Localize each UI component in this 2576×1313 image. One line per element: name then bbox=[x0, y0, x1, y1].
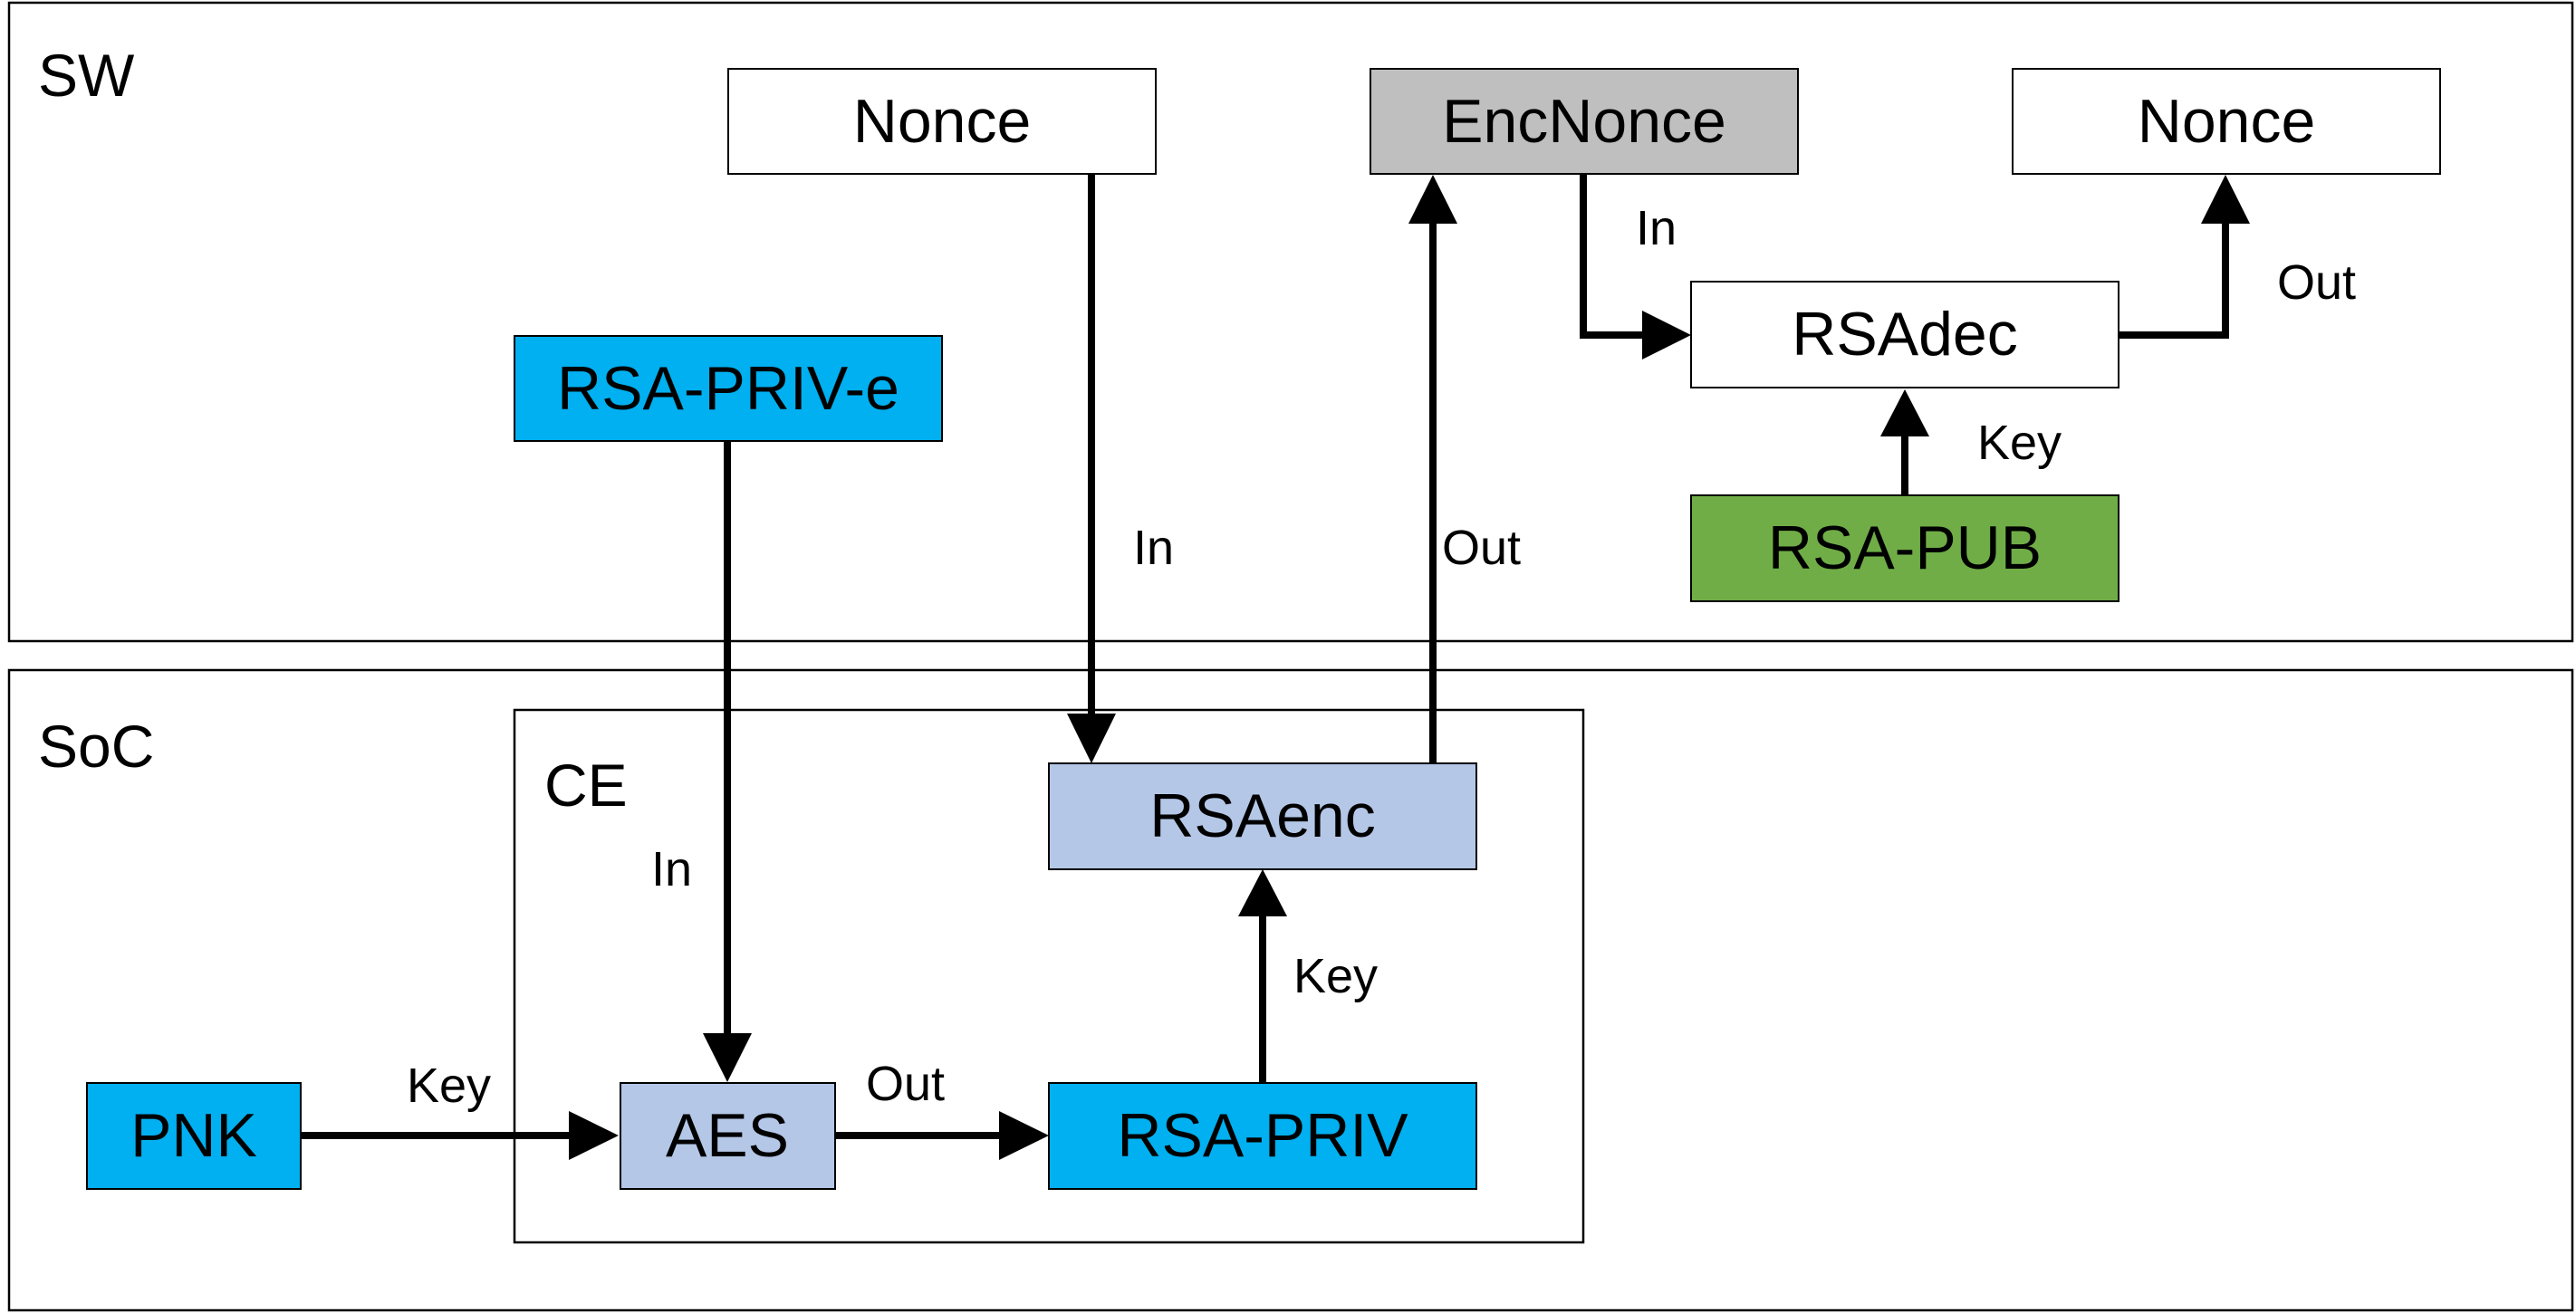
edge-rsaprive-to-aes: In bbox=[651, 441, 752, 1082]
edge-encnonce-to-rsadec-line bbox=[1580, 172, 1644, 339]
rsa-pub-label: RSA-PUB bbox=[1768, 513, 2042, 582]
edge-rsapriv-to-rsaenc-arrowhead bbox=[1238, 869, 1287, 916]
edge-rsadec-to-nonce-line bbox=[2117, 222, 2229, 339]
rsadec-node: RSAdec bbox=[1690, 281, 2119, 388]
rsa-pub-node: RSA-PUB bbox=[1690, 494, 2119, 602]
rsaenc-node: RSAenc bbox=[1048, 762, 1477, 870]
rsaenc-label: RSAenc bbox=[1149, 781, 1375, 850]
edge-encnonce-to-rsadec: In bbox=[1580, 172, 1691, 359]
rsa-priv-label: RSA-PRIV bbox=[1117, 1101, 1408, 1170]
nonce-input-label: Nonce bbox=[853, 87, 1032, 156]
rsadec-label: RSAdec bbox=[1792, 300, 2017, 369]
edge-nonce-to-rsaenc: In bbox=[1067, 172, 1174, 763]
edge-rsaenc-to-encnonce-label: Out bbox=[1442, 521, 1521, 575]
edge-rsaenc-to-encnonce-arrowhead bbox=[1408, 175, 1457, 224]
edge-aes-to-rsapriv: Out bbox=[835, 1057, 1049, 1160]
edge-rsapub-to-rsadec-arrowhead bbox=[1880, 389, 1929, 436]
edge-nonce-to-rsaenc-arrowhead bbox=[1067, 714, 1116, 763]
aes-node: AES bbox=[620, 1082, 836, 1190]
edge-nonce-to-rsaenc-label: In bbox=[1133, 521, 1174, 575]
nonce-output-label: Nonce bbox=[2138, 87, 2316, 156]
rsa-priv-e-label: RSA-PRIV-e bbox=[557, 354, 899, 423]
encnonce-node: EncNonce bbox=[1370, 68, 1799, 175]
edge-rsadec-to-nonce-arrowhead bbox=[2201, 175, 2250, 224]
edge-rsapriv-to-rsaenc: Key bbox=[1238, 869, 1378, 1083]
soc-region-label: SoC bbox=[38, 713, 154, 780]
edge-rsapriv-to-rsaenc-label: Key bbox=[1293, 949, 1378, 1003]
edge-rsaprive-to-aes-arrowhead bbox=[703, 1033, 752, 1082]
edge-pnk-to-aes: Key bbox=[301, 1059, 619, 1160]
edge-rsapub-to-rsadec-label: Key bbox=[1977, 416, 2062, 470]
pnk-node: PNK bbox=[86, 1082, 302, 1190]
edge-encnonce-to-rsadec-arrowhead bbox=[1642, 311, 1691, 359]
pnk-label: PNK bbox=[130, 1101, 257, 1170]
edge-rsadec-to-nonce-label: Out bbox=[2277, 255, 2356, 310]
edge-encnonce-to-rsadec-label: In bbox=[1636, 201, 1677, 255]
edge-rsadec-to-nonce: Out bbox=[2117, 175, 2356, 339]
edge-aes-to-rsapriv-label: Out bbox=[866, 1057, 945, 1111]
edge-pnk-to-aes-label: Key bbox=[407, 1059, 491, 1113]
rsa-priv-e-node: RSA-PRIV-e bbox=[514, 335, 943, 442]
edge-rsaprive-to-aes-label: In bbox=[651, 842, 692, 896]
ce-region-label: CE bbox=[544, 752, 628, 819]
encnonce-label: EncNonce bbox=[1442, 87, 1726, 156]
edge-rsapub-to-rsadec: Key bbox=[1880, 389, 2062, 495]
nonce-output-node: Nonce bbox=[2012, 68, 2441, 175]
nonce-input-node: Nonce bbox=[727, 68, 1157, 175]
edge-pnk-to-aes-arrowhead bbox=[569, 1111, 619, 1160]
edge-rsaenc-to-encnonce: Out bbox=[1408, 175, 1521, 764]
edge-aes-to-rsapriv-arrowhead bbox=[999, 1111, 1049, 1160]
aes-label: AES bbox=[666, 1101, 789, 1170]
rsa-priv-node: RSA-PRIV bbox=[1048, 1082, 1477, 1190]
sw-region-label: SW bbox=[38, 42, 135, 109]
